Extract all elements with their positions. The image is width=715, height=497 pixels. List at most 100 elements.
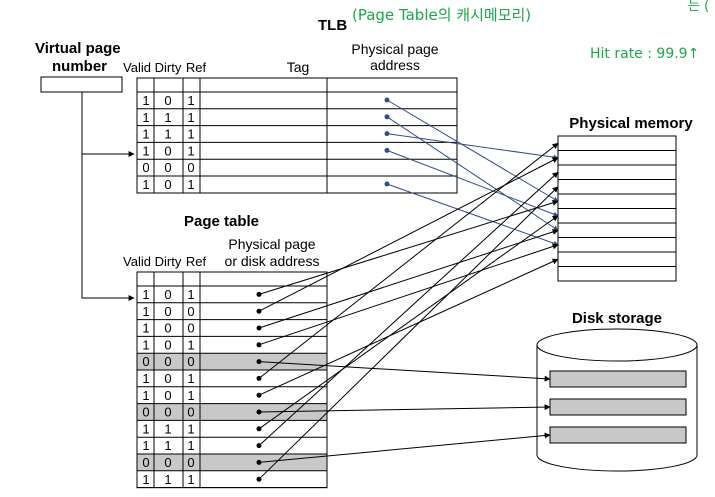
disk-block <box>549 398 687 416</box>
pt-valid-cell: 1 <box>142 472 149 487</box>
tlb-ref-cell: 1 <box>187 177 194 192</box>
pt-dirty-cell: 0 <box>164 388 171 403</box>
tlb-dirty-cell: 0 <box>164 93 171 108</box>
physical-memory-title: Physical memory <box>569 115 693 132</box>
corner-note: 는 ( <box>688 0 709 14</box>
tlb-valid-header: Valid <box>123 60 151 75</box>
pt-dirty-cell: 0 <box>164 337 171 352</box>
disk-block <box>549 426 687 444</box>
tlb-annotation: (Page Table의 캐시메모리) <box>352 6 531 24</box>
pt-shaded-row <box>137 454 327 471</box>
pt-ref-cell: 1 <box>187 287 194 302</box>
tlb-ref-cell: 1 <box>187 143 194 158</box>
tlb-dirty-cell: 0 <box>164 143 171 158</box>
pt-memory-arrow <box>258 258 559 396</box>
pt-dirty-cell: 0 <box>164 354 171 369</box>
pt-dirty-cell: 0 <box>164 287 171 302</box>
pt-disk-arrow <box>258 432 551 463</box>
pt-dirty-cell: 0 <box>164 304 171 319</box>
disk-storage-title: Disk storage <box>572 310 662 327</box>
pt-shaded-row <box>137 403 327 421</box>
pt-memory-arrow <box>258 243 559 346</box>
pt-disk-arrow <box>258 361 551 382</box>
pt-dirty-cell: 0 <box>164 321 171 336</box>
disk-storage <box>536 328 698 472</box>
tlb-dirty-cell: 1 <box>164 127 171 142</box>
pt-valid-cell: 1 <box>142 304 149 319</box>
tlb-addr-header-2: address <box>370 57 420 73</box>
pt-shaded-row <box>137 353 327 370</box>
pt-ref-cell: 1 <box>187 438 194 453</box>
vpn-label-1: Virtual page <box>35 40 121 57</box>
tlb-ref-cell: 1 <box>187 127 194 142</box>
tlb-mapping-arrow <box>386 99 559 202</box>
tlb-mapping-arrow <box>386 149 559 217</box>
tlb-ref-cell: 1 <box>187 110 194 125</box>
pt-disk-arrow <box>258 404 551 413</box>
pt-valid-cell: 1 <box>142 438 149 453</box>
pt-ref-cell: 0 <box>187 304 194 319</box>
pt-ref-cell: 1 <box>187 472 194 487</box>
tlb-title: TLB <box>318 17 347 34</box>
disk-cylinder-top <box>536 328 698 362</box>
tlb-mapping-arrow <box>386 116 559 231</box>
pt-valid-cell: 1 <box>142 321 149 336</box>
pt-valid-cell: 1 <box>142 388 149 403</box>
vpn-to-page-table-arrow <box>81 92 135 301</box>
tlb-ref-cell: 0 <box>187 160 194 175</box>
pt-valid-cell: 1 <box>142 421 149 436</box>
pt-valid-header: Valid <box>123 254 151 269</box>
tlb-valid-cell: 1 <box>142 143 149 158</box>
page-table-border <box>136 271 328 489</box>
tlb-valid-cell: 1 <box>142 177 149 192</box>
vpn-box <box>40 76 123 93</box>
pt-dirty-cell: 1 <box>164 421 171 436</box>
pt-valid-cell: 1 <box>142 371 149 386</box>
pt-memory-arrow <box>258 186 559 480</box>
tlb-valid-cell: 1 <box>142 93 149 108</box>
pt-ref-cell: 1 <box>187 388 194 403</box>
pt-dirty-cell: 0 <box>164 371 171 386</box>
pt-ref-cell: 0 <box>187 455 194 470</box>
tlb-ref-cell: 1 <box>187 93 194 108</box>
physical-memory <box>557 135 677 282</box>
hit-rate-note: Hit rate : 99.9↑ <box>590 46 699 62</box>
tlb-dirty-cell: 0 <box>164 177 171 192</box>
pt-dirty-cell: 1 <box>164 472 171 487</box>
pt-ref-cell: 1 <box>187 421 194 436</box>
pt-ref-cell: 0 <box>187 321 194 336</box>
pt-ref-cell: 1 <box>187 337 194 352</box>
pt-memory-arrow <box>258 199 559 295</box>
tlb-valid-cell: 0 <box>142 160 149 175</box>
pt-ref-cell: 0 <box>187 354 194 369</box>
tlb-dirty-cell: 0 <box>164 160 171 175</box>
tlb-dirty-header: Dirty <box>155 60 182 75</box>
tlb-tag-header: Tag <box>287 59 310 75</box>
pt-memory-arrow <box>258 171 559 446</box>
pt-ref-cell: 1 <box>187 371 194 386</box>
page-table-title: Page table <box>184 213 259 230</box>
pt-valid-cell: 0 <box>142 405 149 420</box>
tlb-ref-header: Ref <box>186 60 207 75</box>
pt-valid-cell: 0 <box>142 455 149 470</box>
pt-memory-arrow <box>258 142 559 379</box>
tlb-mapping-arrow <box>386 133 559 160</box>
pt-addr-header-1: Physical page <box>228 236 315 252</box>
tlb-valid-cell: 1 <box>142 127 149 142</box>
pt-valid-cell: 0 <box>142 354 149 369</box>
pt-ref-cell: 0 <box>187 405 194 420</box>
pt-valid-cell: 1 <box>142 287 149 302</box>
vpn-label-2: number <box>52 58 107 75</box>
pt-ref-header: Ref <box>186 254 207 269</box>
tlb-valid-cell: 1 <box>142 110 149 125</box>
disk-block <box>549 370 687 388</box>
pt-dirty-cell: 0 <box>164 405 171 420</box>
mapping-arrows <box>258 99 559 480</box>
pt-dirty-cell: 0 <box>164 455 171 470</box>
pt-valid-cell: 1 <box>142 337 149 352</box>
pt-memory-arrow <box>258 215 559 430</box>
tlb-mapping-arrow <box>386 183 559 246</box>
